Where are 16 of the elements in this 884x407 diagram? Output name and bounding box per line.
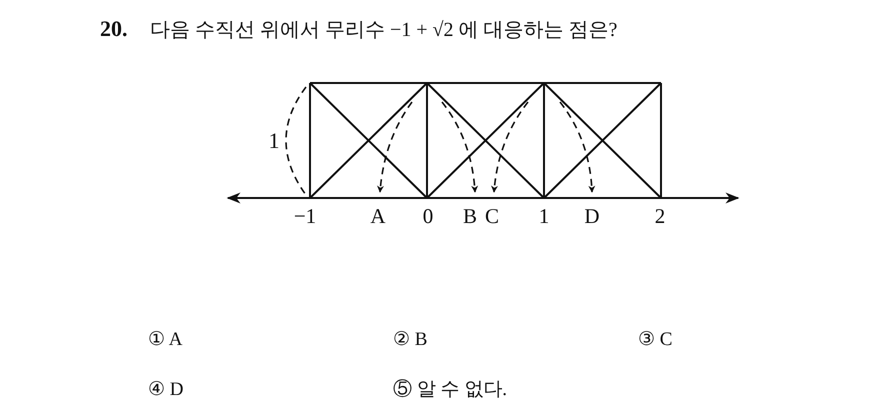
tick-label: 1 bbox=[538, 206, 550, 227]
question-text: 다음 수직선 위에서 무리수 −1 + √2 에 대응하는 점은? bbox=[150, 20, 618, 40]
tick-label: 2 bbox=[654, 206, 666, 227]
tick-label: 0 bbox=[422, 206, 434, 227]
point-label: C bbox=[485, 206, 499, 227]
answer-option: ⑤ 알 수 없다. bbox=[393, 380, 507, 399]
point-label: A bbox=[370, 206, 386, 227]
answer-option: ② B bbox=[393, 330, 428, 349]
point-label: D bbox=[584, 206, 600, 227]
tick-label: −1 bbox=[294, 206, 316, 227]
answer-option: ④ D bbox=[148, 380, 184, 399]
question-number: 20. bbox=[100, 18, 128, 40]
answer-option: ① A bbox=[148, 330, 182, 349]
point-label: B bbox=[463, 206, 477, 227]
answer-option: ③ C bbox=[638, 330, 672, 349]
dimension-label: 1 bbox=[268, 130, 280, 152]
